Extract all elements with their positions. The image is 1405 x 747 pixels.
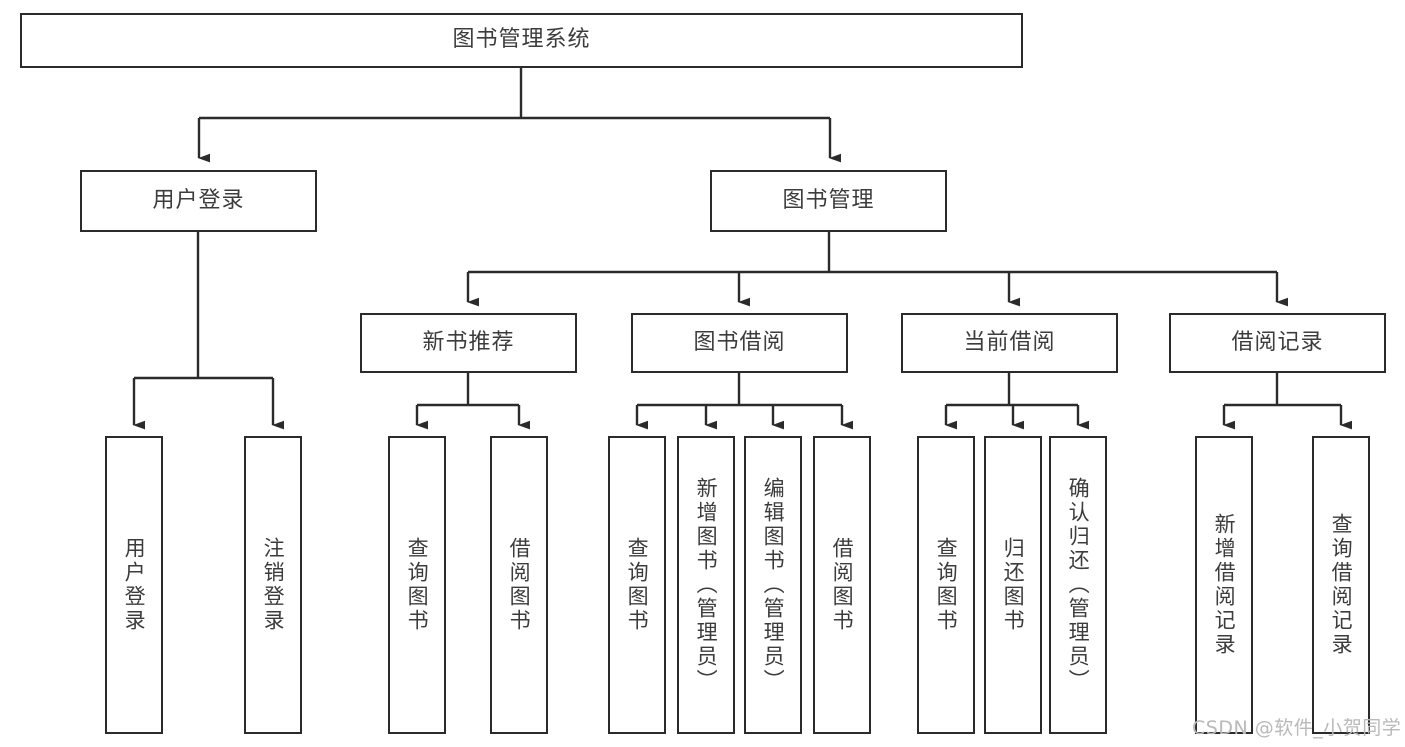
- node-leaf-logout-login[interactable]: 注销登录: [244, 436, 302, 734]
- node-label: 图书管理系统: [452, 27, 591, 53]
- node-leaf-query-book-1[interactable]: 查询图书: [388, 436, 446, 734]
- edges-bookborrow-to-leaves: [635, 373, 853, 430]
- node-label: 新增图书（管理员）: [694, 477, 719, 693]
- node-leaf-return-book[interactable]: 归还图书: [984, 436, 1042, 734]
- edges-newbook-to-leaves: [415, 373, 530, 430]
- node-label: 图书借阅: [693, 329, 786, 355]
- node-label: 图书管理: [782, 187, 875, 213]
- node-label: 当前借阅: [963, 329, 1056, 355]
- edges-root-to-level2: [197, 68, 841, 163]
- node-leaf-borrow-book-2[interactable]: 借阅图书: [813, 436, 871, 734]
- node-label: 查询借阅记录: [1329, 513, 1354, 657]
- node-leaf-query-record[interactable]: 查询借阅记录: [1312, 436, 1370, 734]
- edges-borrowrecord-to-leaves: [1222, 373, 1352, 430]
- edges-currentborrow-to-leaves: [944, 373, 1089, 430]
- node-label: 新增借阅记录: [1212, 513, 1237, 657]
- node-label: 借阅图书: [507, 537, 532, 633]
- node-label: 用户登录: [122, 537, 147, 633]
- node-label: 新书推荐: [422, 329, 515, 355]
- node-label: 查询图书: [625, 537, 650, 633]
- node-label: 借阅记录: [1231, 329, 1324, 355]
- node-leaf-user-login[interactable]: 用户登录: [105, 436, 163, 734]
- node-leaf-confirm-return[interactable]: 确认归还（管理员）: [1049, 436, 1107, 734]
- node-new-book-recommend[interactable]: 新书推荐: [360, 313, 577, 373]
- node-borrow-record[interactable]: 借阅记录: [1169, 313, 1386, 373]
- node-user-login[interactable]: 用户登录: [80, 170, 317, 232]
- node-label: 查询图书: [934, 537, 959, 633]
- node-label: 借阅图书: [830, 537, 855, 633]
- node-book-management[interactable]: 图书管理: [710, 170, 947, 232]
- node-label: 查询图书: [405, 537, 430, 633]
- node-root-system[interactable]: 图书管理系统: [20, 13, 1023, 68]
- node-leaf-query-book-3[interactable]: 查询图书: [917, 436, 975, 734]
- edges-bookmgmt-to-level3: [466, 232, 1288, 307]
- node-label: 确认归还（管理员）: [1066, 477, 1091, 693]
- node-leaf-add-record[interactable]: 新增借阅记录: [1195, 436, 1253, 734]
- node-current-borrow[interactable]: 当前借阅: [901, 313, 1118, 373]
- node-leaf-edit-book[interactable]: 编辑图书（管理员）: [744, 436, 802, 734]
- node-leaf-add-book[interactable]: 新增图书（管理员）: [677, 436, 735, 734]
- edges-userlogin-to-leaves: [132, 232, 284, 430]
- node-leaf-borrow-book-1[interactable]: 借阅图书: [490, 436, 548, 734]
- node-leaf-query-book-2[interactable]: 查询图书: [608, 436, 666, 734]
- node-label: 注销登录: [261, 537, 286, 633]
- node-label: 用户登录: [152, 187, 245, 213]
- node-label: 编辑图书（管理员）: [761, 477, 786, 693]
- node-label: 归还图书: [1001, 537, 1026, 633]
- node-book-borrow[interactable]: 图书借阅: [631, 313, 848, 373]
